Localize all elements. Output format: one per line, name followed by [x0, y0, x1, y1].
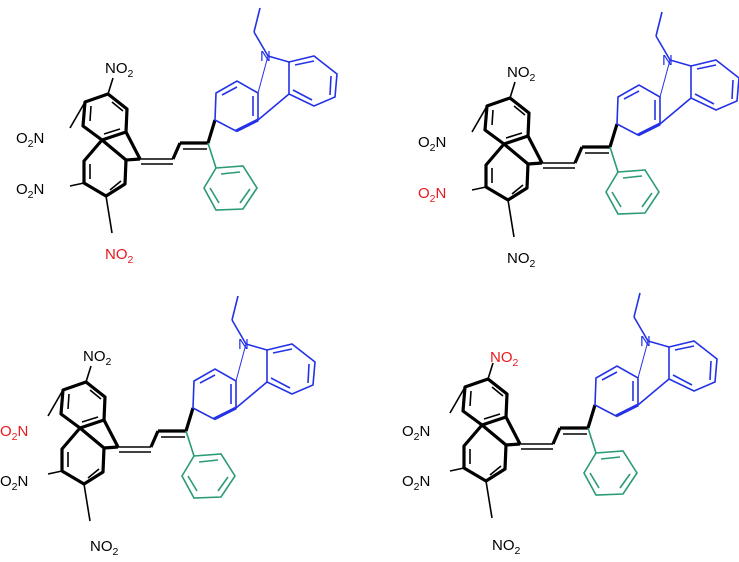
nitro-group-left-lower: O2N	[0, 473, 28, 493]
nitro-group-top: NO2	[83, 348, 112, 368]
carbazole-nitrogen-label: N	[238, 336, 249, 353]
svg-text:NO2: NO2	[90, 538, 119, 558]
svg-text:NO2: NO2	[105, 60, 134, 80]
svg-text:O2N: O2N	[16, 181, 44, 201]
svg-text:O2N: O2N	[402, 423, 430, 443]
nitro-group-left-lower: O2N	[16, 181, 44, 201]
nitro-group-left-upper: O2N	[16, 130, 44, 150]
svg-text:O2N: O2N	[0, 473, 28, 493]
svg-text:O2N: O2N	[402, 473, 430, 493]
molecule-top-left: N NO2 O2N O2N NO2	[16, 6, 339, 266]
carbazole-nitrogen-label: N	[662, 52, 673, 69]
nitro-group-left-upper: O2N	[418, 134, 446, 154]
nitro-group-bottom: NO2	[507, 250, 536, 270]
svg-text:NO2: NO2	[492, 537, 521, 557]
svg-text:NO2: NO2	[507, 64, 536, 84]
svg-text:O2N: O2N	[418, 185, 446, 205]
nitro-group-top: NO2	[105, 60, 134, 80]
molecule-bottom-left: N NO2 O2N O2N NO2	[0, 294, 317, 558]
nitro-group-left-upper: O2N	[402, 423, 430, 443]
svg-text:NO2: NO2	[490, 349, 519, 369]
molecule-top-right: N NO2 O2N O2N NO2	[418, 10, 739, 270]
svg-text:O2N: O2N	[16, 130, 44, 150]
svg-text:NO2: NO2	[507, 250, 536, 270]
svg-text:O2N: O2N	[0, 423, 28, 443]
molecule-bottom-right: N NO2 O2N O2N NO2	[402, 291, 719, 557]
carbazole-nitrogen-label: N	[640, 333, 651, 350]
nitro-group-bottom: NO2	[90, 538, 119, 558]
nitro-group-top-highlighted: NO2	[490, 349, 519, 369]
nitro-group-left-upper-highlighted: O2N	[0, 423, 28, 443]
nitro-group-top: NO2	[507, 64, 536, 84]
svg-text:NO2: NO2	[105, 246, 134, 266]
svg-text:NO2: NO2	[83, 348, 112, 368]
nitro-group-left-lower-highlighted: O2N	[418, 185, 446, 205]
nitro-group-bottom-highlighted: NO2	[105, 246, 134, 266]
nitro-group-left-lower: O2N	[402, 473, 430, 493]
nitro-group-bottom: NO2	[492, 537, 521, 557]
svg-text:O2N: O2N	[418, 134, 446, 154]
carbazole-nitrogen-label: N	[260, 48, 271, 65]
